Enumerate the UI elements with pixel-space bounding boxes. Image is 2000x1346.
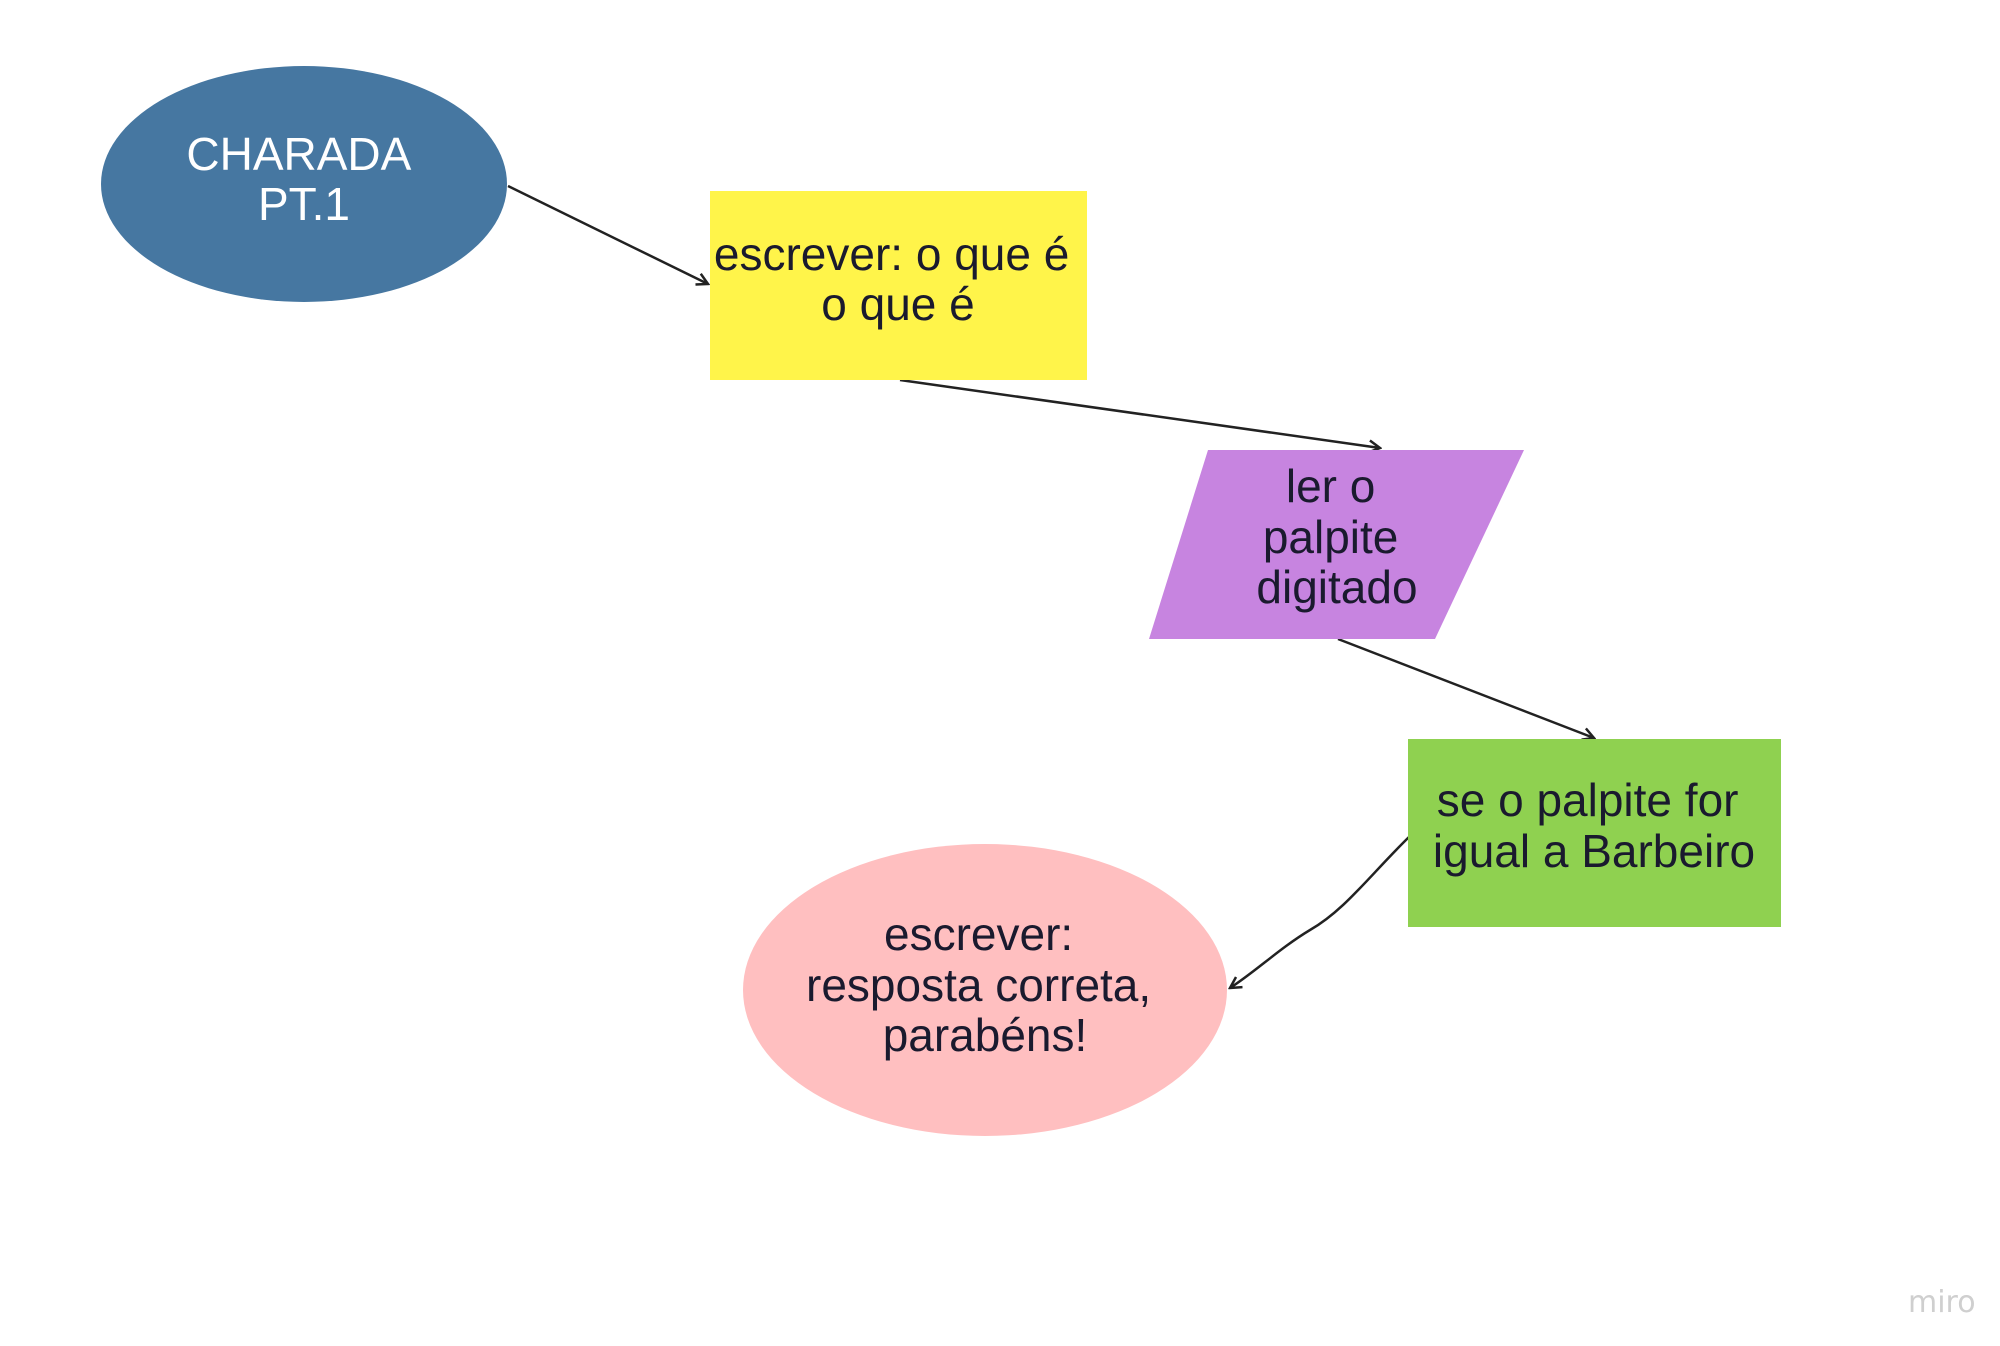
write-result-node[interactable]: escrever: resposta correta, parabéns! — [743, 844, 1227, 1136]
read-guess-node[interactable]: ler o palpite digitado — [1149, 450, 1524, 639]
connector-write-to-read[interactable] — [899, 378, 1380, 448]
connector-read-to-condition[interactable] — [1337, 637, 1594, 738]
connectors — [507, 184, 1594, 988]
write-question-line: escrever: o que é — [714, 228, 1069, 280]
start-node-line: PT.1 — [258, 178, 350, 230]
write-question-node[interactable]: escrever: o que é o que é — [710, 191, 1087, 380]
condition-shape — [1408, 739, 1781, 927]
write-result-line: escrever: — [884, 908, 1073, 960]
write-question-line: o que é — [821, 278, 974, 330]
start-node[interactable]: CHARADA PT.1 — [101, 66, 507, 302]
write-result-shape — [743, 844, 1227, 1136]
read-guess-line: ler o — [1286, 460, 1375, 512]
write-result-line: parabéns! — [883, 1009, 1088, 1061]
write-result-label: escrever: resposta correta, parabéns! — [806, 908, 1164, 1061]
read-guess-label: ler o palpite digitado — [1256, 460, 1417, 613]
write-result-line: resposta correta, — [806, 959, 1151, 1011]
condition-label: se o palpite for igual a Barbeiro — [1433, 774, 1755, 877]
write-question-label: escrever: o que é o que é — [714, 228, 1082, 330]
start-node-line: CHARADA — [186, 128, 411, 180]
connector-condition-to-result[interactable] — [1230, 835, 1411, 988]
miro-watermark: miro — [1908, 1285, 1976, 1320]
condition-line: se o palpite for — [1437, 774, 1739, 826]
write-question-shape — [710, 191, 1087, 380]
condition-line: igual a Barbeiro — [1433, 825, 1755, 877]
connector-start-to-write[interactable] — [507, 184, 708, 284]
read-guess-shape — [1149, 450, 1524, 639]
read-guess-line: digitado — [1256, 561, 1417, 613]
condition-node[interactable]: se o palpite for igual a Barbeiro — [1408, 739, 1781, 927]
start-node-label: CHARADA PT.1 — [186, 128, 421, 230]
start-node-shape — [101, 66, 507, 302]
read-guess-line: palpite — [1263, 511, 1399, 563]
